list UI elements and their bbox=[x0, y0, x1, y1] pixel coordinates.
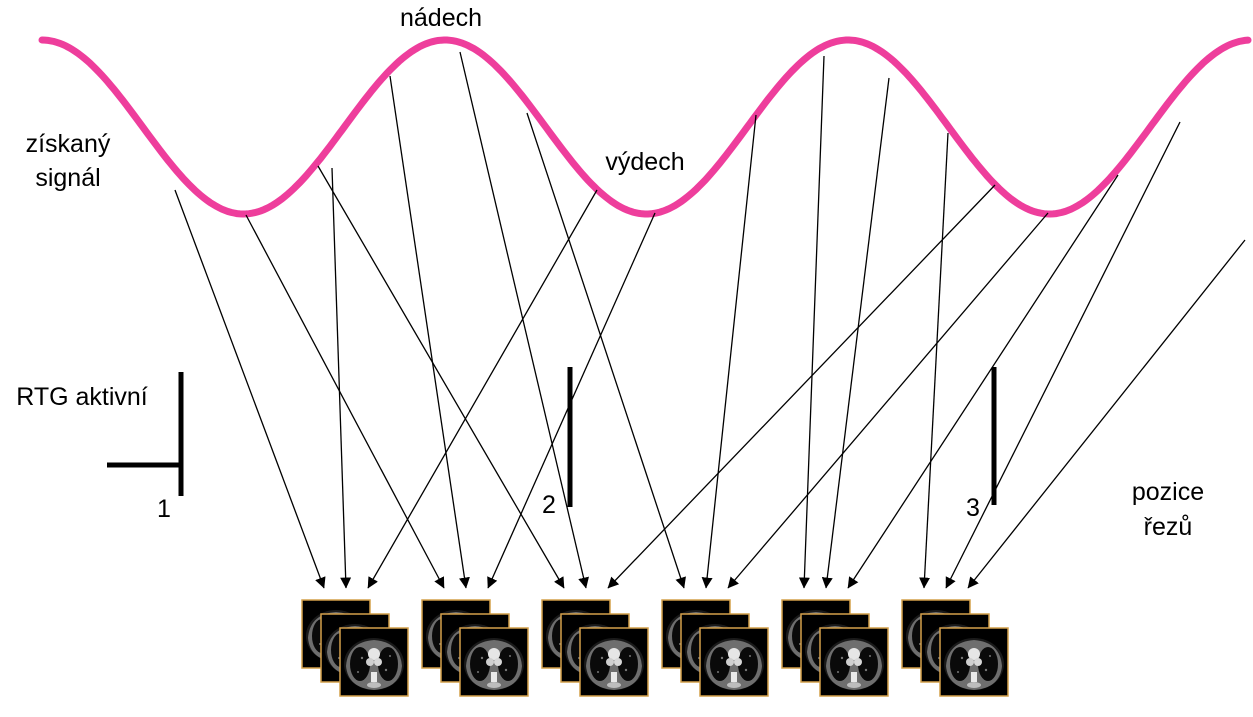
ct-slice-image bbox=[699, 627, 769, 697]
label-signal-line2: signál bbox=[35, 164, 100, 192]
sampling-arrow bbox=[607, 184, 996, 589]
sampling-arrow bbox=[847, 174, 1119, 589]
label-inspiration: nádech bbox=[400, 4, 482, 32]
sampling-arrow bbox=[919, 132, 949, 589]
sampling-arrow bbox=[967, 239, 1246, 589]
label-marker-2: 2 bbox=[542, 491, 556, 519]
sampling-arrow bbox=[389, 75, 470, 589]
sampling-arrow bbox=[317, 165, 565, 589]
ct-image-stacks bbox=[301, 599, 1009, 697]
ct-slice-image bbox=[939, 627, 1009, 697]
label-signal-line1: získaný bbox=[26, 130, 111, 158]
sampling-arrow bbox=[701, 114, 757, 589]
ct-slice-image bbox=[339, 627, 409, 697]
sampling-arrow bbox=[367, 189, 598, 589]
signal-curve bbox=[38, 36, 1252, 218]
sampling-arrows bbox=[174, 51, 1246, 589]
ct-stack-2 bbox=[421, 599, 529, 697]
label-slice-positions-line1: pozice bbox=[1132, 478, 1204, 506]
ct-slice-image bbox=[459, 627, 529, 697]
sampling-arrow bbox=[821, 77, 890, 589]
ct-stack-1 bbox=[301, 599, 409, 697]
sampling-arrow bbox=[945, 121, 1181, 589]
sampling-arrow bbox=[526, 112, 686, 589]
label-marker-3: 3 bbox=[966, 494, 980, 522]
sampling-arrow bbox=[727, 212, 1049, 589]
label-marker-1: 1 bbox=[157, 495, 171, 523]
label-expiration: výdech bbox=[605, 148, 684, 176]
sampling-arrow bbox=[174, 189, 326, 589]
ct-stack-5 bbox=[781, 599, 889, 697]
sampling-arrow bbox=[459, 51, 589, 589]
ct-stack-6 bbox=[901, 599, 1009, 697]
ct-slice-image bbox=[819, 627, 889, 697]
label-slice-positions-line2: řezů bbox=[1144, 513, 1193, 541]
sampling-arrow bbox=[798, 55, 825, 589]
sampling-arrow bbox=[245, 214, 445, 589]
sampling-arrow bbox=[331, 167, 352, 589]
label-xray-active: RTG aktivní bbox=[16, 383, 148, 411]
xray-gate-marker-1 bbox=[107, 372, 184, 496]
ct-stack-3 bbox=[541, 599, 649, 697]
ct-stack-4 bbox=[661, 599, 769, 697]
ct-slice-image bbox=[579, 627, 649, 697]
